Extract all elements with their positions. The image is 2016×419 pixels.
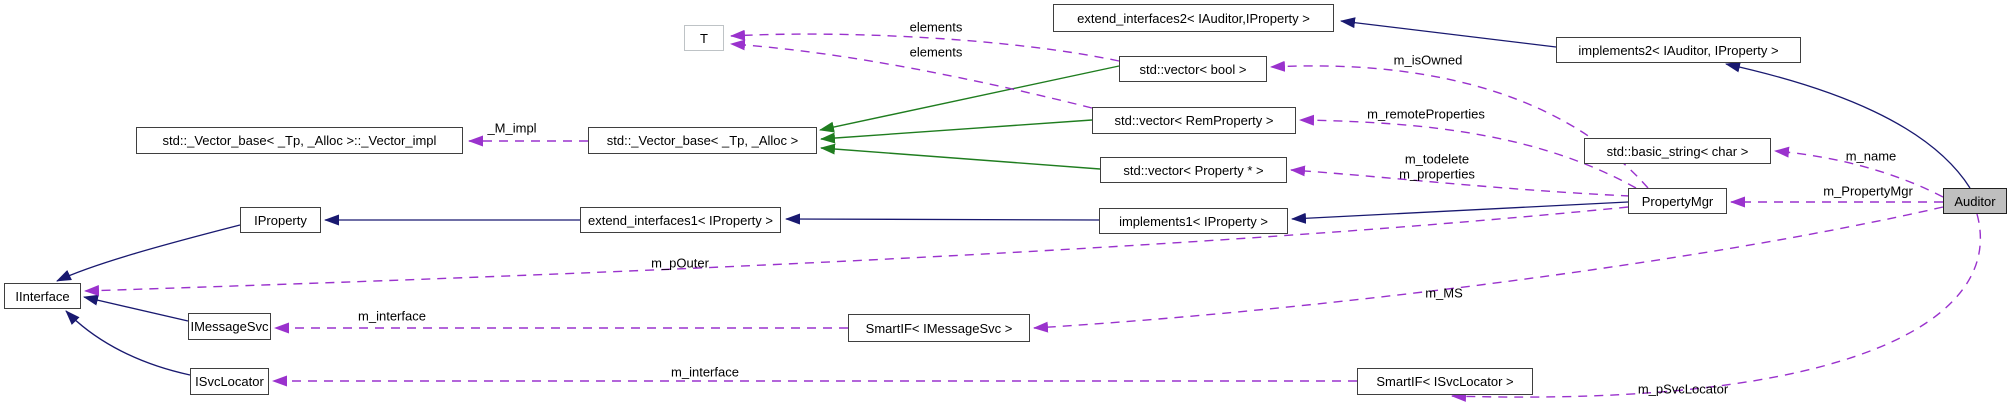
- node-imessagesvc[interactable]: IMessageSvc: [188, 313, 271, 340]
- edge-use-vector-remproperty-elements-to-t: [730, 39, 1093, 109]
- node-smartif-imessagesvc[interactable]: SmartIF< IMessageSvc >: [848, 314, 1030, 342]
- edge-use-auditor-m-name-to-basic-string: [1774, 146, 1944, 198]
- edge-label-m-ms: m_MS: [1425, 285, 1463, 301]
- edge-label-elements-1: elements: [909, 19, 963, 35]
- edge-inherit-implements1-to-extend-interfaces1: [785, 213, 1100, 225]
- edge-prot-vector-bool-to-vector-base: [819, 65, 1120, 133]
- edge-inherit-iproperty-to-iinterface: [56, 224, 241, 282]
- edge-label-m-todelete: m_todelete: [1404, 151, 1470, 167]
- edge-label-m-psvclocator: m_pSvcLocator: [1637, 381, 1729, 397]
- node-std-vector-bool[interactable]: std::vector< bool >: [1119, 56, 1267, 82]
- node-auditor[interactable]: Auditor: [1943, 188, 2007, 214]
- edge-use-auditor-m-ms-to-smartif-imessagesvc: [1033, 206, 1944, 333]
- edge-label-m-pouter: m_pOuter: [651, 255, 709, 271]
- edge-label-elements-2: elements: [909, 44, 963, 60]
- edge-label-m-isowned: m_isOwned: [1393, 52, 1463, 68]
- edge-use-propertymgr-m-remoteproperties-to-vector-remproperty: [1299, 114, 1637, 189]
- edge-inherit-propertymgr-to-implements1: [1291, 201, 1629, 224]
- node-std-basic-string[interactable]: std::basic_string< char >: [1584, 138, 1771, 164]
- node-std-vector-remproperty[interactable]: std::vector< RemProperty >: [1092, 107, 1296, 134]
- edge-label-m-interface-2: m_interface: [671, 364, 739, 380]
- edge-inherit-implements2-to-extend-interfaces2: [1340, 17, 1557, 48]
- node-iinterface[interactable]: IInterface: [4, 283, 81, 309]
- node-std-vector-property-ptr[interactable]: std::vector< Property * >: [1100, 157, 1287, 183]
- edge-label-m-remoteproperties: m_remoteProperties: [1367, 106, 1485, 122]
- edge-label-m-properties: m_properties: [1399, 166, 1475, 182]
- node-propertymgr[interactable]: PropertyMgr: [1628, 188, 1727, 214]
- node-implements1[interactable]: implements1< IProperty >: [1099, 208, 1288, 234]
- edge-label-m-impl: _M_impl: [487, 120, 537, 136]
- node-isvclocator[interactable]: ISvcLocator: [190, 368, 269, 395]
- edge-use-propertymgr-m-pouter-to-iinterface: [84, 206, 1629, 297]
- edge-label-m-name: m_name: [1845, 148, 1897, 164]
- node-vector-base-impl[interactable]: std::_Vector_base< _Tp, _Alloc >::_Vecto…: [136, 127, 463, 154]
- edge-prot-vector-property-ptr-to-vector-base: [820, 143, 1101, 170]
- edge-inherit-isvclocator-to-iinterface: [65, 310, 191, 376]
- edge-use-vector-bool-elements-to-t: [730, 29, 1120, 62]
- edge-use-propertymgr-m-todelete-m-properties-to-vector-property-ptr: [1290, 165, 1631, 197]
- node-iproperty[interactable]: IProperty: [240, 207, 321, 233]
- edge-label-m-interface-1: m_interface: [358, 308, 426, 324]
- node-implements2[interactable]: implements2< IAuditor, IProperty >: [1556, 37, 1801, 63]
- node-vector-base[interactable]: std::_Vector_base< _Tp, _Alloc >: [588, 127, 817, 154]
- edge-inherit-imessagesvc-to-iinterface: [83, 294, 189, 322]
- edge-use-propertymgr-m-isowned-to-vector-bool: [1270, 60, 1649, 189]
- edge-inherit-auditor-to-implements2: [1725, 61, 1971, 189]
- node-template-param-t[interactable]: T: [684, 25, 724, 51]
- node-smartif-isvclocator[interactable]: SmartIF< ISvcLocator >: [1357, 368, 1533, 395]
- node-extend-interfaces1[interactable]: extend_interfaces1< IProperty >: [580, 207, 781, 233]
- edge-label-m-propertymgr: m_PropertyMgr: [1823, 183, 1913, 199]
- edge-prot-vector-remproperty-to-vector-base: [820, 119, 1093, 144]
- node-extend-interfaces2[interactable]: extend_interfaces2< IAuditor,IProperty >: [1053, 4, 1334, 32]
